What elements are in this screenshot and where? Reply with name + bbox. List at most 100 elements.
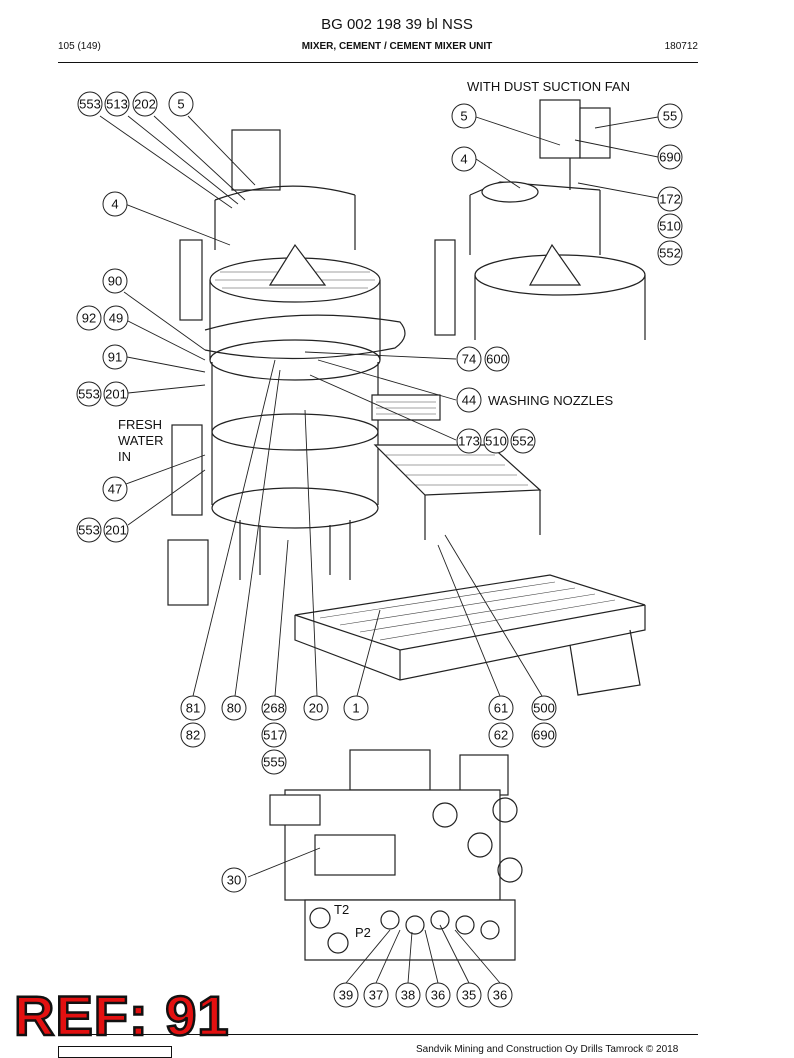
callout-5a: 5	[168, 91, 194, 117]
callout-label: 5	[177, 97, 184, 112]
callout-55: 55	[657, 103, 683, 129]
callout-circle	[657, 240, 683, 266]
callout-553b: 553	[76, 381, 102, 407]
callout-label: 4	[111, 197, 118, 212]
callout-label: 552	[659, 246, 681, 261]
callout-label: 61	[494, 701, 508, 716]
section-title: MIXER, CEMENT / CEMENT MIXER UNIT	[301, 41, 493, 52]
callout-circle	[221, 695, 247, 721]
callout-circle	[456, 346, 482, 372]
callout-label: 690	[659, 150, 681, 165]
callout-90: 90	[102, 268, 128, 294]
valve-fittings	[380, 910, 500, 940]
document-number: BG 002 198 39 bl NSS	[321, 16, 473, 33]
lift-cylinder	[179, 239, 203, 321]
callout-label: 39	[339, 988, 353, 1003]
callout-label: 81	[186, 701, 200, 716]
header-rule	[58, 62, 698, 63]
callout-circle	[510, 428, 536, 454]
callout-circle	[488, 722, 514, 748]
callout-510b: 510	[483, 428, 509, 454]
callout-circle	[425, 982, 451, 1008]
sandvik-logo	[58, 1046, 172, 1058]
dust-fan-note: WITH DUST SUCTION FAN	[467, 79, 630, 94]
callout-label: 30	[227, 873, 241, 888]
callout-label: 36	[431, 988, 445, 1003]
callout-circle	[657, 186, 683, 212]
step-platform-grate	[319, 581, 616, 641]
callout-36b: 36	[487, 982, 513, 1008]
callout-label: 553	[78, 387, 100, 402]
callout-36a: 36	[425, 982, 451, 1008]
callout-172: 172	[657, 186, 683, 212]
callout-label: 92	[82, 311, 96, 326]
callout-label: 80	[227, 701, 241, 716]
callout-61: 61	[488, 695, 514, 721]
callout-label: 552	[512, 434, 534, 449]
callout-690b: 690	[531, 722, 557, 748]
callout-circle	[456, 982, 482, 1008]
callout-circle	[77, 91, 103, 117]
callout-label: 74	[462, 352, 476, 367]
callout-circle	[102, 268, 128, 294]
callout-circle	[76, 517, 102, 543]
callout-circle	[180, 695, 206, 721]
callout-label: 173	[458, 434, 480, 449]
callout-510a: 510	[657, 213, 683, 239]
callout-circle	[456, 387, 482, 413]
callout-552a: 552	[657, 240, 683, 266]
upper-platform-grate	[376, 401, 436, 415]
callout-552b: 552	[510, 428, 536, 454]
callout-label: 510	[485, 434, 507, 449]
callout-circle	[132, 91, 158, 117]
callout-circle	[484, 346, 510, 372]
callout-label: 553	[78, 523, 100, 538]
callout-label: 90	[108, 274, 122, 289]
callout-label: 517	[263, 728, 285, 743]
callout-500: 500	[531, 695, 557, 721]
callout-35: 35	[456, 982, 482, 1008]
callout-circle	[657, 144, 683, 170]
callout-circle	[333, 982, 359, 1008]
callout-label: 49	[109, 311, 123, 326]
callout-label: 201	[105, 523, 127, 538]
callout-circle	[168, 91, 194, 117]
callout-202: 202	[132, 91, 158, 117]
callout-circle	[343, 695, 369, 721]
pump-housing	[167, 539, 209, 606]
callout-label: 202	[134, 97, 156, 112]
callout-circle	[221, 867, 247, 893]
callout-label: 4	[460, 152, 467, 167]
junction-box	[231, 129, 281, 191]
callout-circle	[531, 695, 557, 721]
callout-92: 92	[76, 305, 102, 331]
callout-label: 62	[494, 728, 508, 743]
callout-4b: 4	[451, 146, 477, 172]
callout-circle	[487, 982, 513, 1008]
callout-label: 172	[659, 192, 681, 207]
callout-201b: 201	[103, 517, 129, 543]
callout-label: 35	[462, 988, 476, 1003]
callout-circle	[103, 517, 129, 543]
callout-circle	[103, 305, 129, 331]
fresh-water-note-line3: IN	[118, 449, 131, 464]
callout-513: 513	[104, 91, 130, 117]
callout-circle	[483, 428, 509, 454]
callout-label: 268	[263, 701, 285, 716]
callout-circle	[102, 191, 128, 217]
callout-81: 81	[180, 695, 206, 721]
callout-circle	[363, 982, 389, 1008]
dust-fan-inset	[434, 99, 646, 340]
callout-label: 1	[352, 701, 359, 716]
callout-label: 47	[108, 482, 122, 497]
port-t2-label: T2	[334, 902, 349, 917]
page-number: 105 (149)	[58, 41, 101, 52]
callout-circle	[395, 982, 421, 1008]
callout-label: 510	[659, 219, 681, 234]
callout-circle	[102, 344, 128, 370]
callout-circle	[104, 91, 130, 117]
callout-49: 49	[103, 305, 129, 331]
washing-nozzles-note: WASHING NOZZLES	[488, 393, 614, 408]
center-cone	[268, 243, 327, 286]
